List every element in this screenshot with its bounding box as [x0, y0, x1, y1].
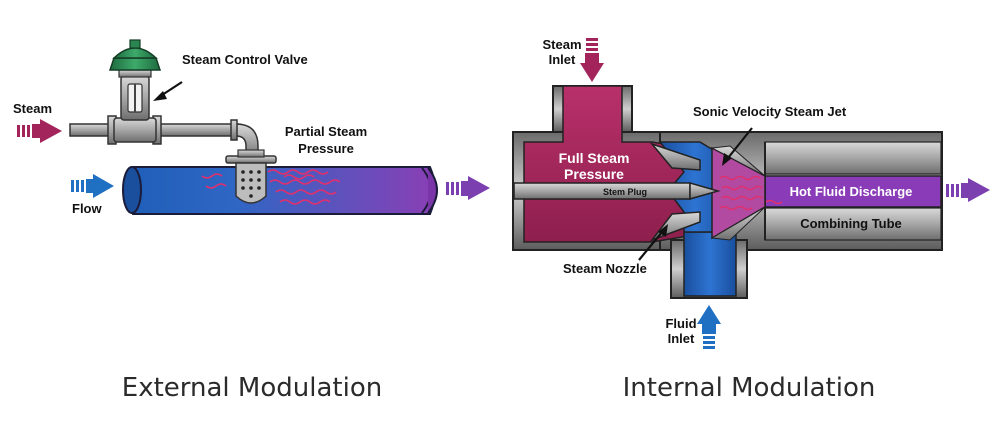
stem-plug — [513, 182, 721, 200]
steam-in-arrow-icon — [17, 119, 62, 143]
steam-nozzle-label: Steam Nozzle — [563, 261, 647, 276]
flow-label: Flow — [72, 201, 102, 216]
stem-plug-label: Stem Plug — [603, 187, 647, 197]
internal-modulation-caption: Internal Modulation — [623, 373, 876, 403]
combining-tube-label: Combining Tube — [800, 216, 902, 231]
full-steam-label: Full Steam — [559, 150, 630, 166]
steam-inlet-label-2: Inlet — [549, 52, 576, 67]
steam-inlet-arrow-icon — [580, 38, 604, 82]
internal-modulation-diagram: Steam Inlet Sonic Velocity Steam Jet Ful… — [512, 37, 990, 403]
steam-label: Steam — [13, 101, 52, 116]
steam-sparger — [225, 149, 277, 204]
mixed-out-arrow-icon — [446, 176, 490, 200]
hot-fluid-discharge-label: Hot Fluid Discharge — [790, 184, 913, 199]
steam-jet-waves — [719, 175, 783, 211]
partial-steam-label: Partial Steam — [285, 124, 367, 139]
fluid-inlet-arrow-icon — [697, 305, 721, 349]
sonic-jet-pointer-arrow — [722, 127, 753, 166]
fluid-inlet-label-2: Inlet — [668, 331, 695, 346]
mixing-cone — [710, 145, 766, 241]
flow-arrow-icon — [71, 174, 114, 198]
steam-inlet-label-1: Steam — [542, 37, 581, 52]
external-modulation-diagram: Steam Control Valve Steam Partial Steam … — [13, 39, 490, 403]
full-pressure-label: Pressure — [564, 166, 624, 182]
steam-dispersion-waves — [201, 169, 341, 205]
partial-pressure-label: Pressure — [298, 141, 354, 156]
steam-nozzle-pointer-arrow — [638, 224, 668, 261]
external-modulation-caption: External Modulation — [122, 373, 382, 403]
steam-supply-piping — [69, 115, 259, 159]
steam-control-valve — [108, 39, 162, 143]
steam-control-valve-label: Steam Control Valve — [182, 52, 308, 67]
fluid-inlet-label-1: Fluid — [665, 316, 696, 331]
hot-discharge-arrow-icon — [946, 178, 990, 202]
valve-pointer-arrow — [153, 81, 183, 101]
sonic-velocity-label: Sonic Velocity Steam Jet — [693, 104, 847, 119]
